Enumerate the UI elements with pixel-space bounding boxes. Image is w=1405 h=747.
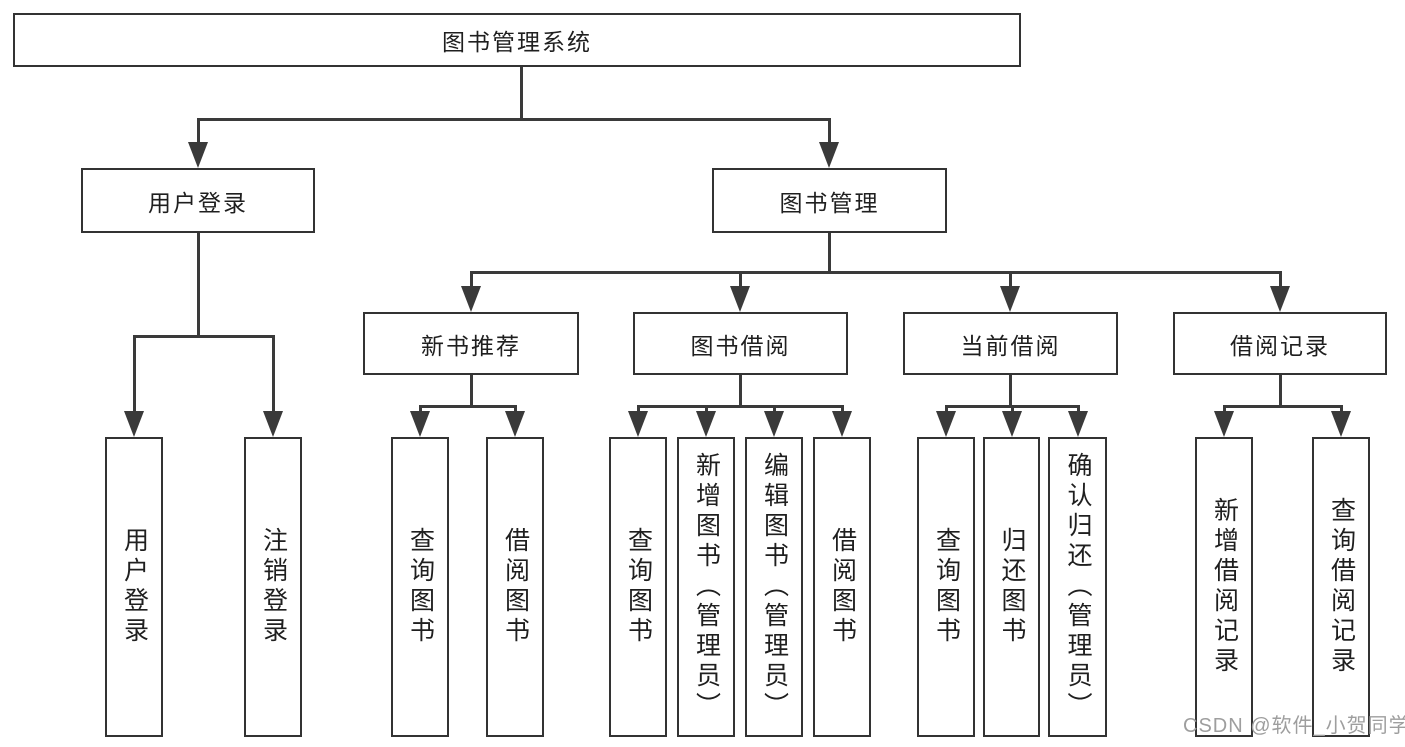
leaf-return-books: 归还图书: [983, 437, 1040, 737]
leaf-return-books-label: 归还图书: [998, 527, 1026, 647]
leaf-borrow-books-borrowing-label: 借阅图书: [828, 527, 857, 647]
leaf-borrow-books-recommend-label: 借阅图书: [501, 527, 530, 647]
leaf-add-borrow-record-label: 新增借阅记录: [1210, 497, 1239, 677]
node-new-book-recommend-label: 新书推荐: [421, 332, 521, 359]
node-book-management-label: 图书管理: [779, 189, 880, 216]
arrowhead-down-icon: [1002, 411, 1022, 437]
connector-login-hline: [133, 335, 274, 338]
connector-mgmt-stem-3: [1009, 271, 1012, 288]
leaf-query-books-current: 查询图书: [917, 437, 975, 737]
arrowhead-down-icon: [461, 286, 481, 312]
node-root-label: 图书管理系统: [442, 29, 592, 55]
connector-mgmt-stem-1: [470, 271, 473, 288]
connector-login-vline: [197, 233, 200, 336]
connector-newbook-hline: [419, 405, 516, 408]
leaf-borrow-books-recommend: 借阅图书: [486, 437, 544, 737]
leaf-query-books-borrowing: 查询图书: [609, 437, 667, 737]
arrowhead-down-icon: [628, 411, 648, 437]
connector-newbook-vline: [470, 375, 473, 406]
arrowhead-down-icon: [263, 411, 283, 437]
connector-newbook-stem-2: [514, 405, 517, 413]
arrowhead-down-icon: [730, 286, 750, 312]
csdn-watermark: CSDN @软件_小贺同学: [1183, 715, 1405, 737]
arrowhead-down-icon: [1270, 286, 1290, 312]
leaf-logout-label: 注销登录: [259, 527, 288, 647]
arrowhead-down-icon: [410, 411, 430, 437]
connector-borrow-stem-3: [773, 405, 776, 413]
leaf-edit-books-admin-label: 编辑图书（管理员）: [760, 452, 789, 722]
arrowhead-down-icon: [764, 411, 784, 437]
node-user-login: 用户登录: [81, 168, 315, 233]
leaf-query-books-recommend-label: 查询图书: [406, 527, 435, 647]
leaf-add-books-admin-label: 新增图书（管理员）: [692, 452, 721, 722]
connector-login-stem-1: [133, 335, 136, 413]
node-borrowing-records: 借阅记录: [1173, 312, 1387, 375]
arrowhead-down-icon: [1331, 411, 1351, 437]
connector-login-stem-2: [272, 335, 275, 413]
connector-root-stem-left: [197, 118, 200, 145]
leaf-logout: 注销登录: [244, 437, 302, 737]
connector-borrow-stem-2: [705, 405, 708, 413]
connector-borrow-hline: [637, 405, 843, 408]
leaf-add-borrow-record: 新增借阅记录: [1195, 437, 1253, 737]
arrowhead-down-icon: [696, 411, 716, 437]
node-book-borrowing: 图书借阅: [633, 312, 848, 375]
connector-root-hline: [197, 118, 831, 121]
connector-records-hline: [1223, 405, 1342, 408]
arrowhead-down-icon: [124, 411, 144, 437]
connector-current-vline: [1009, 375, 1012, 406]
leaf-query-books-current-label: 查询图书: [932, 527, 961, 647]
connector-current-stem-3: [1077, 405, 1080, 413]
connector-records-vline: [1279, 375, 1282, 406]
node-current-borrowing-label: 当前借阅: [960, 332, 1061, 359]
arrowhead-down-icon: [1068, 411, 1088, 437]
node-current-borrowing: 当前借阅: [903, 312, 1118, 375]
leaf-query-books-recommend: 查询图书: [391, 437, 449, 737]
connector-root-stem-right: [828, 118, 831, 145]
arrowhead-down-icon: [1214, 411, 1234, 437]
node-new-book-recommend: 新书推荐: [363, 312, 579, 375]
leaf-confirm-return-admin-label: 确认归还（管理员）: [1064, 452, 1092, 722]
leaf-user-login-label: 用户登录: [120, 527, 149, 647]
connector-current-stem-1: [945, 405, 948, 413]
connector-borrow-vline: [739, 375, 742, 406]
connector-root-vline: [520, 66, 523, 118]
node-user-login-label: 用户登录: [148, 189, 248, 216]
leaf-user-login: 用户登录: [105, 437, 163, 737]
connector-records-stem-2: [1340, 405, 1343, 413]
connector-mgmt-stem-2: [739, 271, 742, 288]
arrowhead-down-icon: [819, 142, 839, 168]
arrowhead-down-icon: [188, 142, 208, 168]
arrowhead-down-icon: [832, 411, 852, 437]
arrowhead-down-icon: [505, 411, 525, 437]
leaf-confirm-return-admin: 确认归还（管理员）: [1048, 437, 1107, 737]
connector-mgmt-hline: [470, 271, 1281, 274]
node-root-system: 图书管理系统: [13, 13, 1021, 67]
node-book-borrowing-label: 图书借阅: [690, 332, 791, 359]
arrowhead-down-icon: [1000, 286, 1020, 312]
connector-borrow-stem-1: [637, 405, 640, 413]
connector-borrow-stem-4: [841, 405, 844, 413]
node-borrowing-records-label: 借阅记录: [1230, 332, 1330, 359]
leaf-borrow-books-borrowing: 借阅图书: [813, 437, 871, 737]
leaf-query-borrow-record-label: 查询借阅记录: [1327, 497, 1356, 677]
node-book-management: 图书管理: [712, 168, 947, 233]
connector-newbook-stem-1: [419, 405, 422, 413]
connector-mgmt-stem-4: [1279, 271, 1282, 288]
leaf-query-borrow-record: 查询借阅记录: [1312, 437, 1370, 737]
leaf-edit-books-admin: 编辑图书（管理员）: [745, 437, 803, 737]
connector-records-stem-1: [1223, 405, 1226, 413]
connector-mgmt-vline: [828, 233, 831, 273]
leaf-query-books-borrowing-label: 查询图书: [624, 527, 653, 647]
arrowhead-down-icon: [936, 411, 956, 437]
leaf-add-books-admin: 新增图书（管理员）: [677, 437, 735, 737]
connector-current-stem-2: [1011, 405, 1014, 413]
